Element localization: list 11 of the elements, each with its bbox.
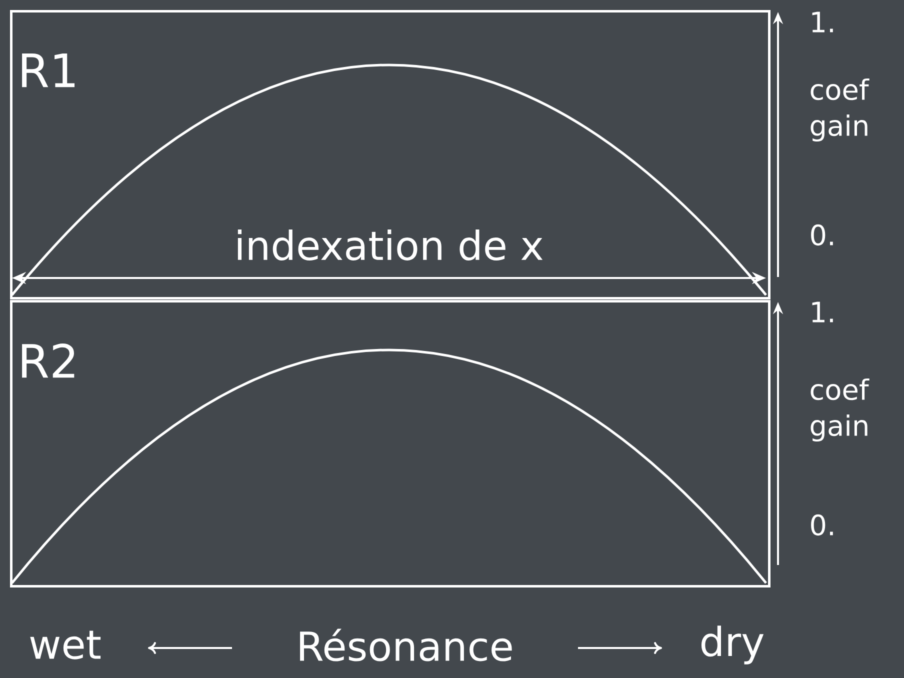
axis-label: dry bbox=[701, 626, 764, 664]
scale-label: 0. bbox=[811, 514, 833, 536]
scale-label: 0. bbox=[811, 224, 833, 246]
axis-label: wet bbox=[30, 630, 101, 660]
axis-label: coef gain bbox=[810, 78, 870, 142]
region-box: R2 bbox=[10, 300, 770, 588]
scale-label: 1. bbox=[812, 302, 833, 322]
axis-label: coef gain bbox=[810, 378, 870, 442]
axis-label: Résonance bbox=[300, 628, 512, 662]
dimension-label: indexation de x bbox=[238, 230, 543, 260]
scale-label: 1. bbox=[812, 12, 833, 32]
